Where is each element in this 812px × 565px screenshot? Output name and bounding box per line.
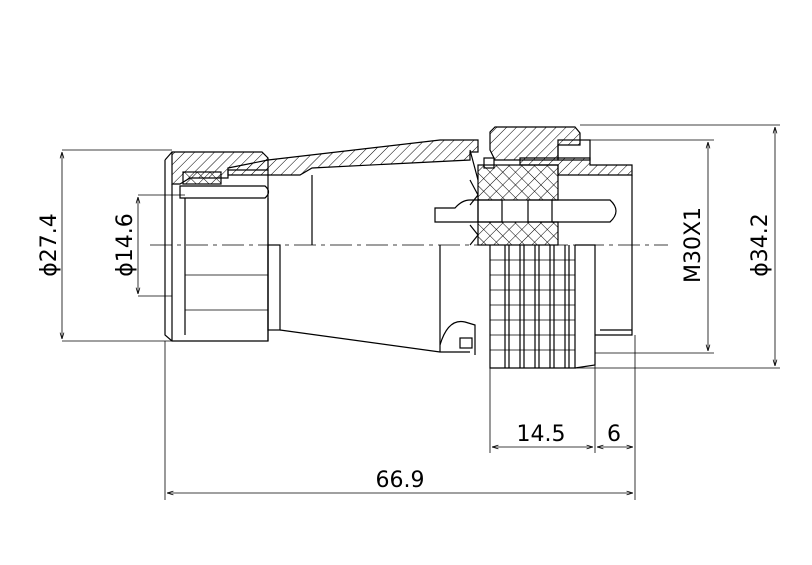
cone-body [227,139,479,355]
dimension-coupling-diameter: ϕ34.2 [575,124,780,369]
outer-nut-diameter-label: ϕ27.4 [37,213,62,277]
thread-label: M30X1 [681,207,706,283]
overall-length-label: 66.9 [376,468,425,493]
coupling-diameter-label: ϕ34.2 [748,213,773,277]
inner-diameter-label: ϕ14.6 [113,213,138,277]
dimension-outer-nut-diameter: ϕ27.4 [37,149,172,342]
coupling-length-label: 14.5 [517,422,566,447]
insert [434,149,617,246]
back-nut [164,151,281,342]
coupling-ring [489,126,633,369]
dimension-bottom: 14.5 6 66.9 [164,335,636,500]
dimension-thread: M30X1 [580,139,714,354]
rear-length-label: 6 [607,422,621,447]
dimension-inner-diameter: ϕ14.6 [113,194,185,297]
